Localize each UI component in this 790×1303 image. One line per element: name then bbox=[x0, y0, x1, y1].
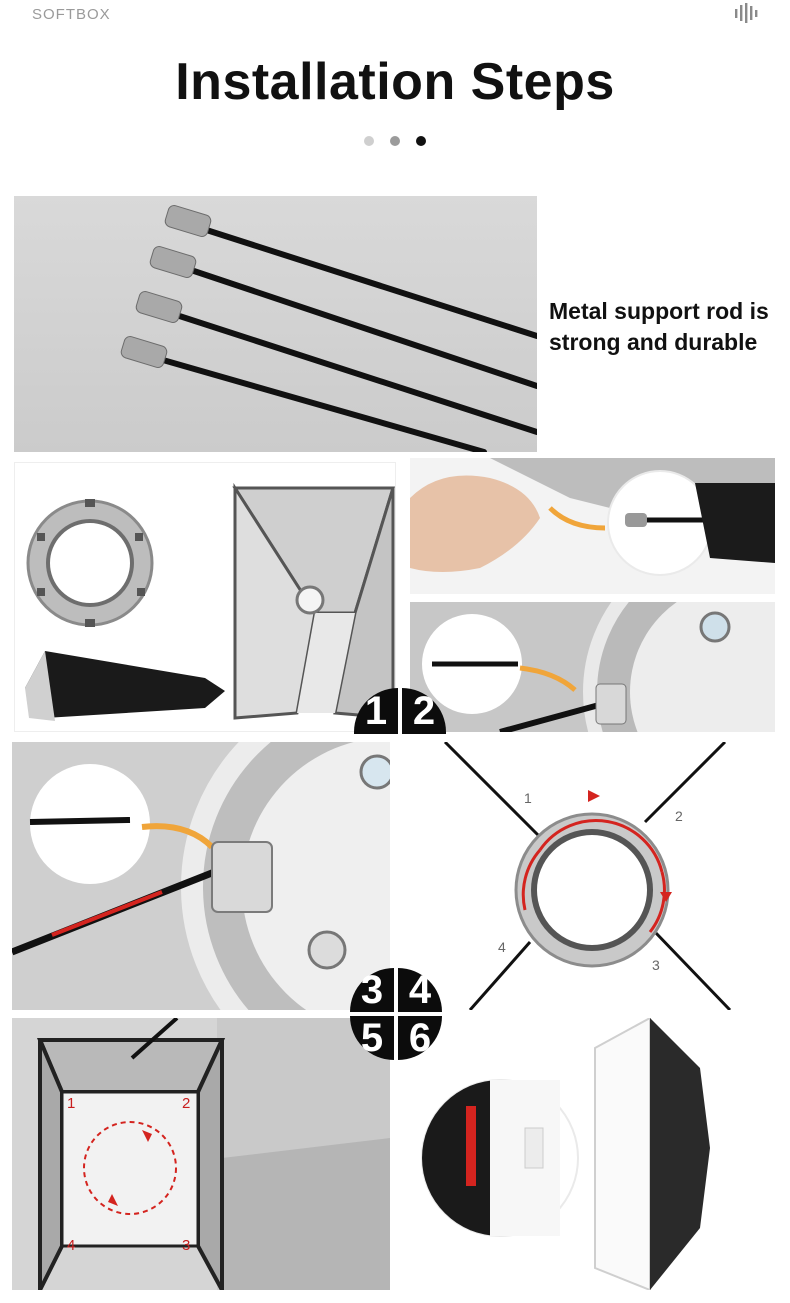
ring-order-4: 4 bbox=[498, 939, 506, 955]
step-1-parts-photo bbox=[14, 462, 396, 732]
step-2-ring-slot-photo bbox=[410, 602, 775, 732]
step-number-2: 2 bbox=[412, 688, 436, 733]
carousel-pagination bbox=[364, 136, 426, 146]
ring-order-3: 3 bbox=[652, 957, 660, 973]
step-5-softbox-inside-photo bbox=[12, 1018, 390, 1290]
pagination-dot[interactable] bbox=[390, 136, 400, 146]
pagination-dot-active[interactable] bbox=[416, 136, 426, 146]
step-number-4: 4 bbox=[408, 967, 432, 1012]
brand-label: SOFTBOX bbox=[32, 6, 111, 23]
ring-order-1: 1 bbox=[524, 790, 532, 806]
step-number-5: 5 bbox=[360, 1015, 384, 1060]
corner-order-1: 1 bbox=[67, 1095, 76, 1112]
rod-caption: Metal support rod is strong and durable bbox=[549, 296, 769, 358]
step-3-rod-into-ring-photo bbox=[12, 742, 390, 1010]
corner-order-2: 2 bbox=[182, 1095, 191, 1112]
corner-order-4: 4 bbox=[67, 1237, 76, 1254]
rod-caption-line-1: Metal support rod is bbox=[549, 298, 769, 324]
step-6-finished-softbox-photo bbox=[400, 1018, 775, 1290]
step-2-insert-rod-photo bbox=[410, 458, 775, 594]
step-number-3: 3 bbox=[360, 967, 384, 1012]
sound-bars-icon[interactable] bbox=[734, 3, 758, 23]
pagination-dot[interactable] bbox=[364, 136, 374, 146]
page-title: Installation Steps bbox=[175, 53, 615, 111]
step-4-ring-rotation-diagram bbox=[400, 742, 775, 1010]
step-number-1: 1 bbox=[364, 688, 388, 733]
ring-order-2: 2 bbox=[675, 808, 683, 824]
step-number-6: 6 bbox=[408, 1015, 432, 1060]
corner-order-3: 3 bbox=[182, 1237, 191, 1254]
rod-caption-line-2: strong and durable bbox=[549, 329, 758, 355]
support-rods-photo bbox=[14, 196, 537, 452]
